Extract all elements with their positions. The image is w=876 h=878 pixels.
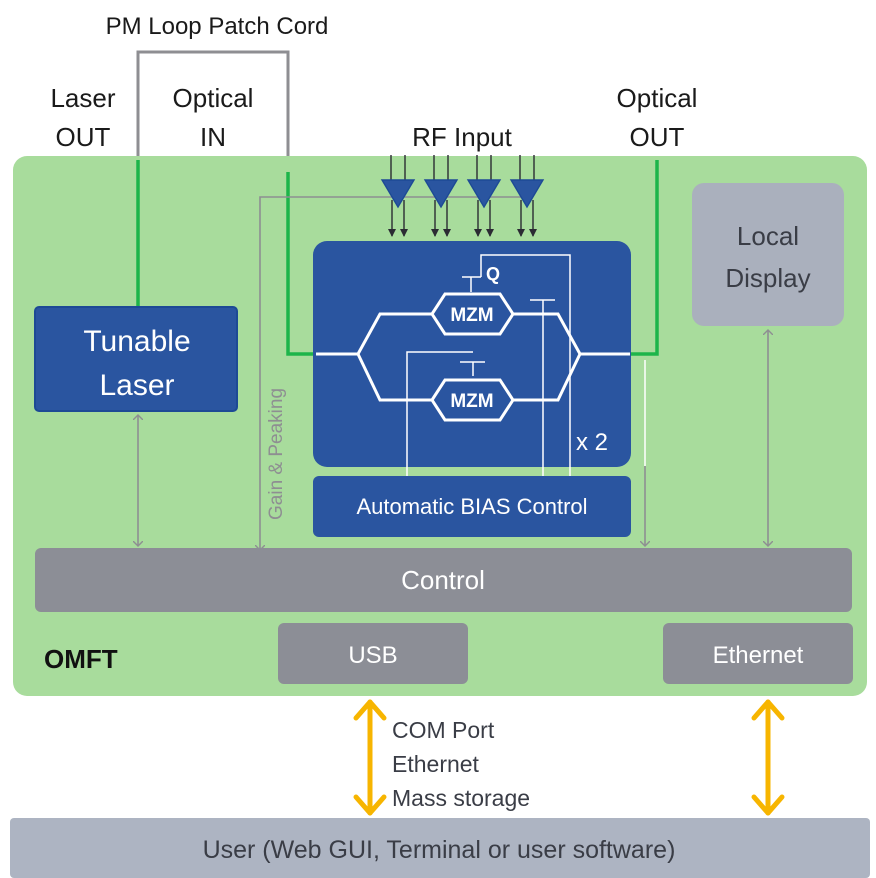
control-bar	[35, 548, 852, 612]
rf-driver-icon	[466, 179, 502, 209]
mzm-top-label: MZM	[450, 305, 493, 326]
tunable-laser-block	[34, 306, 238, 412]
control-label: Control	[401, 565, 485, 595]
user-bar	[10, 818, 870, 878]
fiber-optical-in	[286, 172, 318, 356]
modulator-waveguides	[316, 292, 630, 422]
optical-out-label-2: OUT	[630, 122, 685, 152]
laser-out-label-2: OUT	[56, 122, 111, 152]
rf-input-drivers	[380, 155, 545, 237]
user-label: User (Web GUI, Terminal or user software…	[203, 836, 676, 864]
usb-block	[278, 623, 468, 684]
ethernet-link-arrow	[751, 699, 785, 816]
local-display-label-2: Display	[725, 263, 810, 293]
omft-label: OMFT	[44, 644, 118, 674]
local-display-block	[692, 183, 844, 326]
x2-label: x 2	[576, 429, 608, 456]
mzm-bottom-label: MZM	[450, 391, 493, 412]
optical-in-label-2: IN	[200, 122, 226, 152]
rf-driver-icon	[380, 179, 416, 209]
rf-driver-icon	[509, 179, 545, 209]
ethernet-label: Ethernet	[713, 642, 804, 669]
rf-driver-icon	[423, 179, 459, 209]
tunable-laser-label-1: Tunable	[83, 325, 190, 358]
pm-loop-patch-cord	[136, 50, 290, 160]
laser-out-label-1: Laser	[50, 83, 115, 113]
optical-in-label-1: Optical	[173, 83, 254, 113]
pm-loop-label: PM Loop Patch Cord	[106, 13, 329, 40]
abc-block	[313, 476, 631, 537]
rf-input-label: RF Input	[412, 122, 512, 152]
q-label: Q	[486, 264, 500, 284]
bias-lines	[406, 254, 646, 478]
usb-label: USB	[348, 642, 397, 669]
usb-link-arrow	[353, 699, 387, 816]
control-arrows	[138, 330, 768, 546]
ethernet-block	[663, 623, 853, 684]
abc-label: Automatic BIAS Control	[356, 494, 587, 519]
modulator-block	[313, 241, 631, 467]
optical-out-label-1: Optical	[617, 83, 698, 113]
tunable-laser-label-2: Laser	[99, 369, 174, 402]
yellow-arrows	[353, 699, 785, 816]
gain-peaking-label: Gain & Peaking	[266, 388, 287, 520]
com-port-label: COM Port	[392, 717, 495, 743]
ethernet-link-label: Ethernet	[392, 751, 480, 777]
fiber-optical-out	[630, 160, 659, 356]
local-display-label-1: Local	[737, 221, 799, 251]
mass-storage-label: Mass storage	[392, 785, 530, 811]
